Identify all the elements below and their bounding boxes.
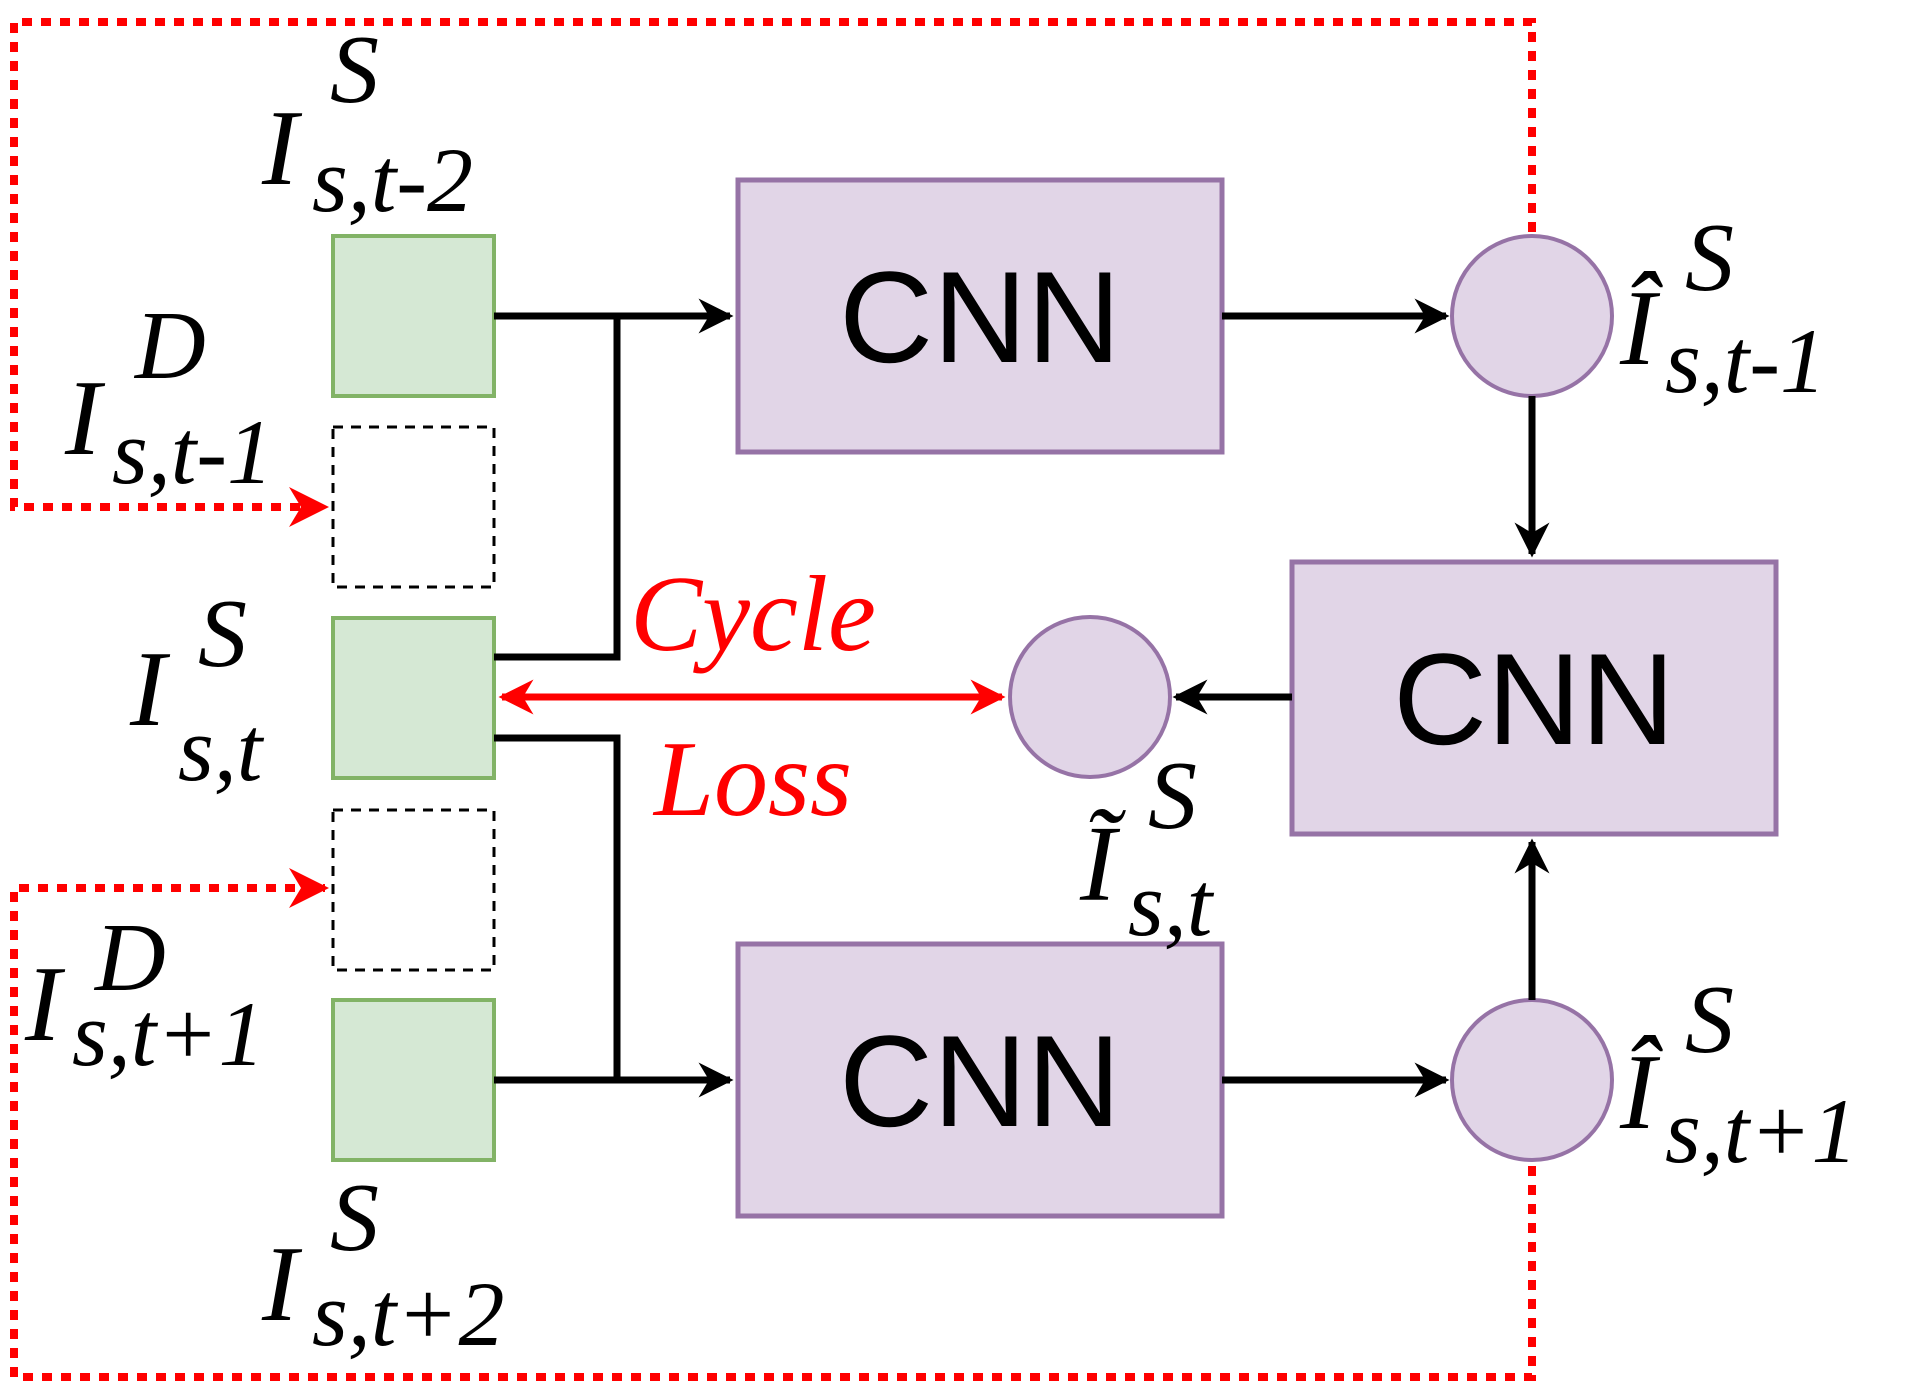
label-depth-t-plus-1-main: I [24, 945, 66, 1064]
frame-t-minus-2 [331, 234, 496, 398]
label-frame-t-sub: s,t [178, 698, 265, 800]
label-frame-t-minus-2-sub: s,t-2 [312, 129, 473, 231]
label-pred-t-plus-1-sup: S [1685, 966, 1734, 1074]
frame-depth-t-plus-1 [331, 808, 496, 972]
feedback-loop-top [10, 18, 1536, 527]
frame-t [331, 616, 496, 780]
label-recon-t-sub: s,t [1128, 853, 1215, 955]
label-pred-t-minus-1-main: Î [1619, 269, 1663, 388]
label-pred-t-minus-1-sub: s,t-1 [1665, 310, 1826, 412]
label-frame-t-plus-2-sup: S [330, 1164, 379, 1272]
label-pred-t-plus-1-sub: s,t+1 [1665, 1080, 1857, 1182]
edge-frame-t-to-cnn-top [494, 316, 621, 661]
cycle-loss-label-line2: Loss [652, 720, 852, 839]
label-recon-t-sup: S [1148, 742, 1197, 850]
label-depth-t-minus-1-main: I [64, 359, 106, 478]
label-depth-t-plus-1-sub: s,t+1 [72, 983, 264, 1085]
cnn-bottom-label: CNN [839, 1008, 1121, 1154]
feedback-loop-bottom [10, 868, 1536, 1381]
connections [494, 298, 1550, 1098]
pred-node-t-plus-1 [1450, 998, 1614, 1162]
label-pred-t-plus-1-main: Î [1619, 1033, 1663, 1152]
label-depth-t-minus-1-sub: s,t-1 [112, 401, 273, 503]
cnn-right-label: CNN [1393, 626, 1675, 772]
label-frame-t-minus-2-sup: S [330, 16, 379, 124]
label-depth-t-plus-1-sup: D [93, 904, 166, 1012]
label-pred-t-minus-1-sup: S [1685, 204, 1734, 312]
cnn-top-label: CNN [839, 244, 1121, 390]
label-frame-t-minus-2-main: I [261, 89, 303, 208]
frame-depth-t-minus-1 [331, 425, 496, 589]
frame-t-plus-2 [331, 998, 496, 1162]
cnn-right-block [1289, 559, 1779, 837]
label-frame-t-plus-2-sub: s,t+2 [312, 1263, 504, 1365]
cnn-top-block [735, 177, 1225, 455]
label-frame-t-main: I [129, 630, 171, 749]
recon-node-t [1008, 615, 1172, 779]
label-frame-t-plus-2-main: I [261, 1225, 303, 1344]
cycle-loss-label-line1: Cycle [630, 555, 876, 674]
label-recon-t-main: Ĩ [1079, 805, 1126, 924]
label-frame-t-sup: S [198, 580, 247, 688]
edge-frame-t-to-cnn-bottom [494, 734, 621, 1080]
label-depth-t-minus-1-sup: D [133, 292, 206, 400]
pred-node-t-minus-1 [1450, 234, 1614, 398]
